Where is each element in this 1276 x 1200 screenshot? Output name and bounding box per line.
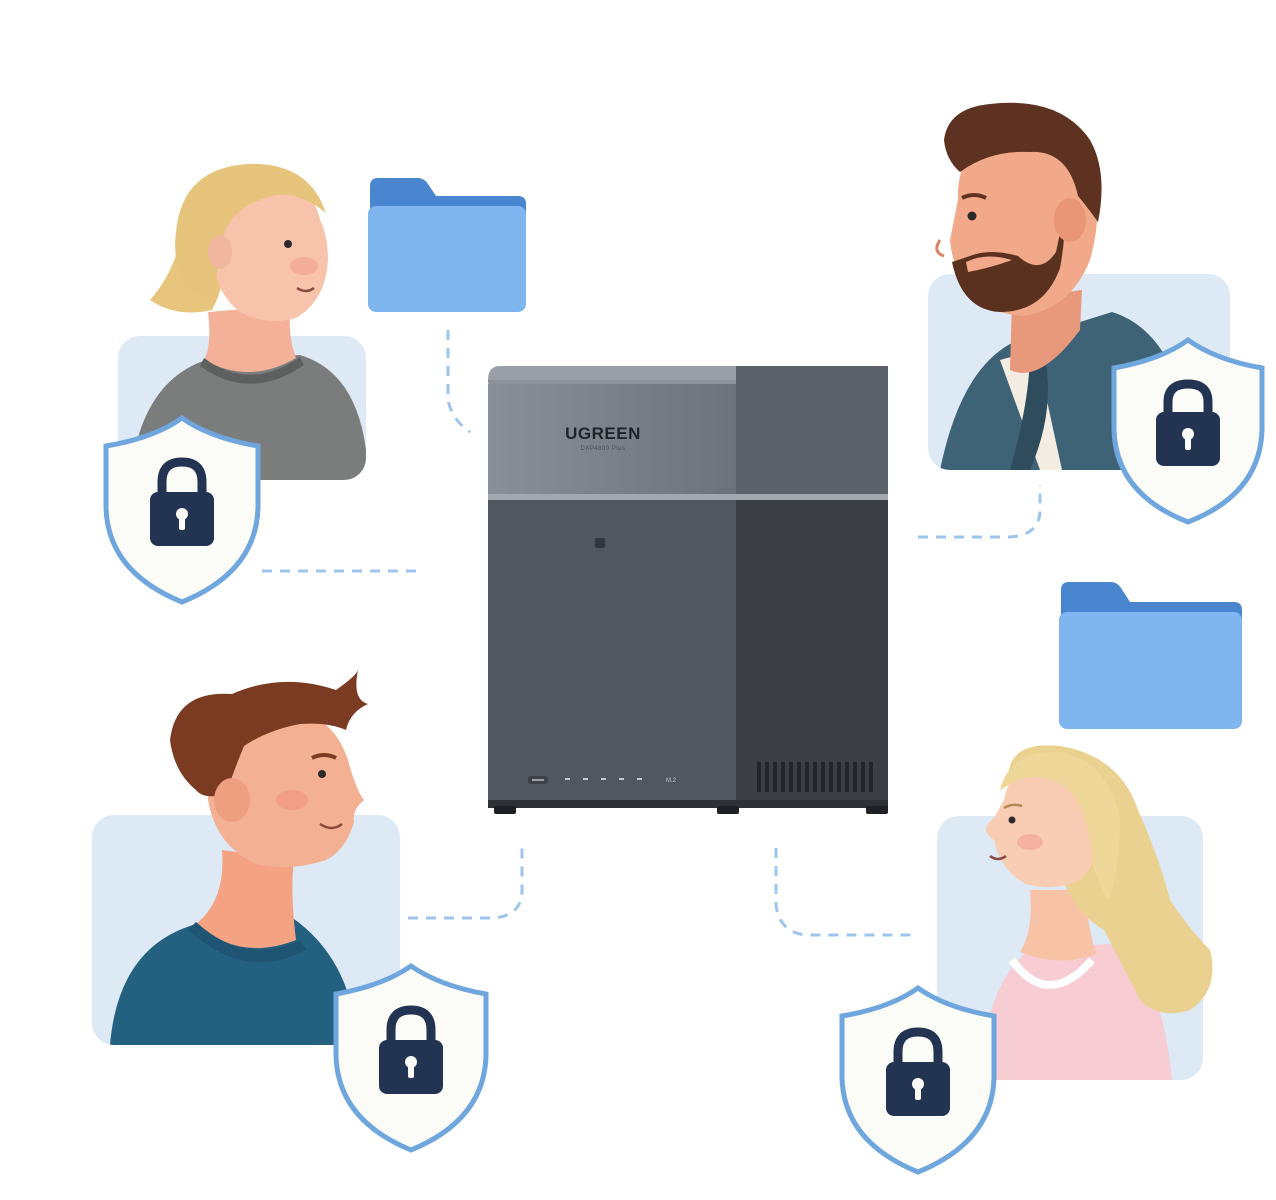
nas-model-label: DXP4800 Plus xyxy=(580,446,626,452)
shield-lock-icon xyxy=(333,962,489,1153)
status-led-row xyxy=(565,778,642,780)
folder-icon xyxy=(368,178,526,312)
user-avatar xyxy=(92,670,400,1045)
connector-top-left-folder xyxy=(446,330,471,434)
connector-lines xyxy=(262,330,1042,937)
folder-icon xyxy=(1059,582,1242,729)
shield-lock-icon xyxy=(1111,336,1265,525)
nas-drive-label: M.2 xyxy=(666,778,677,784)
shield-lock-icon xyxy=(839,984,997,1175)
connector-bottom-right-user xyxy=(774,848,915,937)
vent-grille xyxy=(757,762,873,792)
connector-bottom-left-user xyxy=(408,843,524,920)
nas-brand-logo: UGREEN xyxy=(565,424,641,443)
user-avatar xyxy=(937,745,1213,1080)
connector-top-right-user xyxy=(918,485,1042,539)
power-button xyxy=(595,538,605,548)
nas-device xyxy=(488,366,888,814)
shield-lock-icon xyxy=(103,414,261,605)
